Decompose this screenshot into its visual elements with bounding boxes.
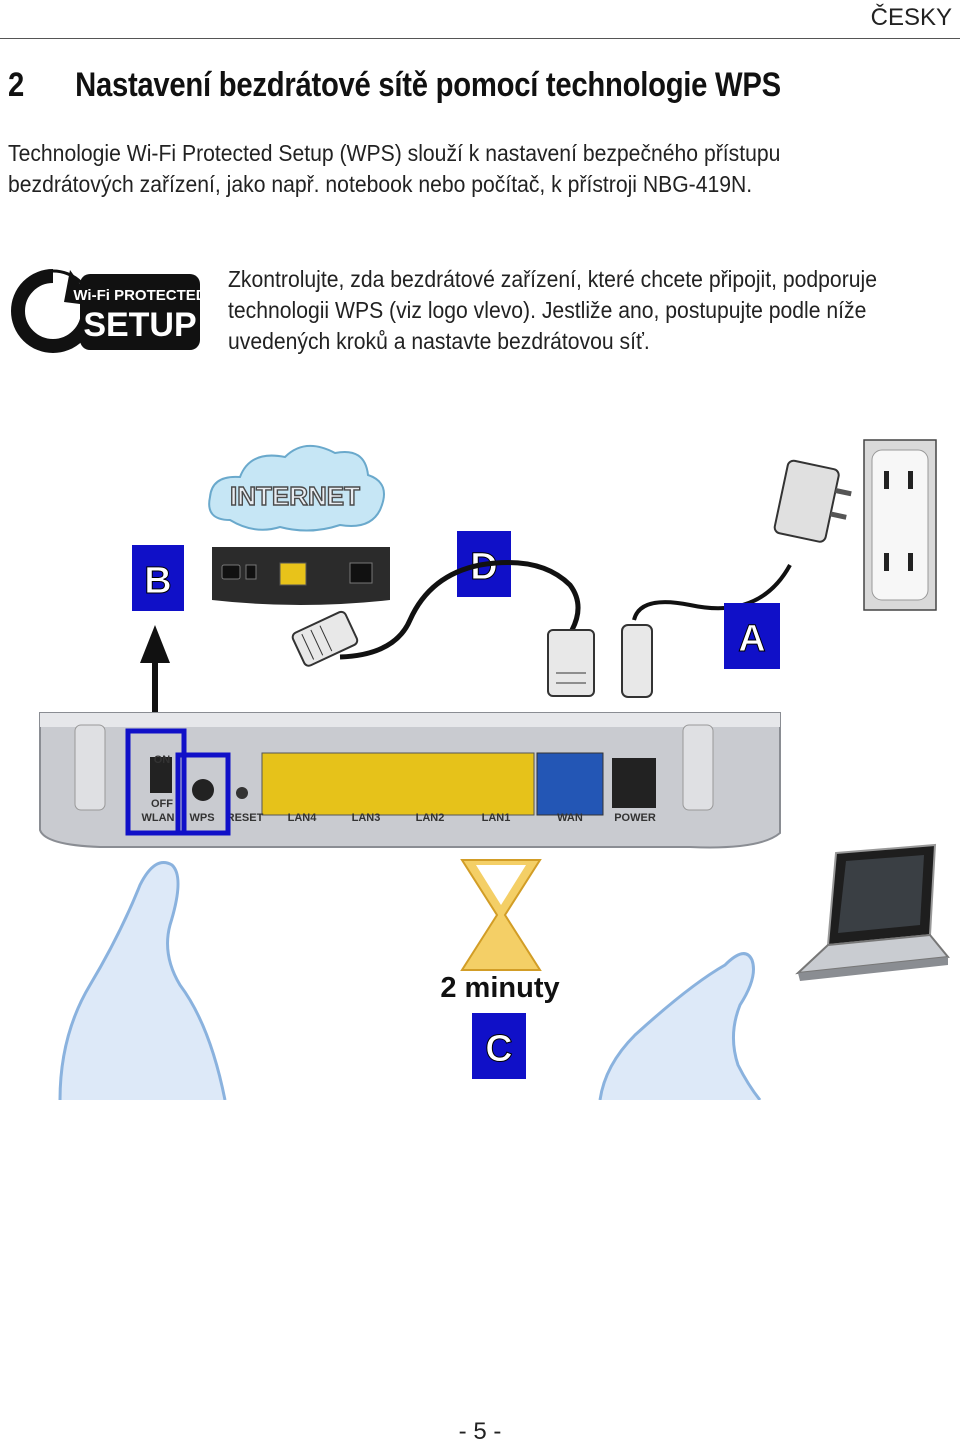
wps-arrow-icon: [11, 269, 95, 353]
check-line-3: uvedených kroků a nastavte bezdrátovou s…: [228, 328, 650, 354]
label-a: A: [738, 618, 765, 660]
intro-line-1: Technologie Wi-Fi Protected Setup (WPS) …: [8, 140, 781, 166]
check-paragraph: Zkontrolujte, zda bezdrátové zařízení, k…: [228, 264, 930, 357]
label-c-box: [472, 1013, 526, 1079]
port-label-wps: WPS: [189, 812, 214, 824]
check-line-1: Zkontrolujte, zda bezdrátové zařízení, k…: [228, 266, 877, 292]
hourglass-icon: [460, 859, 542, 971]
internet-cloud-icon: INTERNET: [208, 445, 385, 532]
label-b-box: [132, 545, 184, 611]
timer-label: 2 minuty: [440, 972, 559, 1004]
left-hand-icon: [58, 861, 227, 1100]
port-label-wan: WAN: [557, 812, 583, 824]
wps-button-highlight: [175, 752, 231, 836]
wps-logo-line1: Wi-Fi PROTECTED: [73, 287, 204, 304]
intro-paragraph: Technologie Wi-Fi Protected Setup (WPS) …: [8, 138, 908, 200]
page-number: - 5 -: [458, 1418, 502, 1445]
modem-icon: [212, 547, 390, 605]
section-heading: 2 Nastavení bezdrátové sítě pomocí techno…: [8, 66, 781, 105]
internet-label: INTERNET: [230, 481, 360, 511]
switch-off-label: OFF: [151, 798, 173, 810]
laptop-icon: [795, 843, 950, 981]
up-arrow-icon: [140, 625, 170, 663]
power-adapter-icon: [621, 459, 852, 698]
label-c: C: [485, 1028, 512, 1070]
port-label-lan3: LAN3: [352, 812, 381, 824]
port-label-lan2: LAN2: [416, 812, 445, 824]
intro-line-2: bezdrátových zařízení, jako např. notebo…: [8, 171, 753, 197]
section-number: 2: [8, 66, 25, 104]
wall-outlet-icon: [863, 439, 937, 611]
label-b: B: [144, 560, 171, 602]
port-label-lan1: LAN1: [482, 812, 511, 824]
section-title: Nastavení bezdrátové sítě pomocí technol…: [75, 66, 781, 104]
wps-connection-diagram: INTERNET B D: [39, 439, 950, 1100]
port-label-reset: RESET: [227, 812, 264, 824]
ethernet-cable-icon: [291, 560, 595, 697]
language-label: ČESKY: [870, 4, 952, 31]
label-a-box: [724, 603, 780, 669]
port-label-lan4: LAN4: [288, 812, 318, 824]
router-icon: ON OFF WLAN WPS RESET LAN4 LAN3 LAN2 LAN…: [39, 712, 781, 849]
header-rule: [0, 38, 960, 39]
check-line-2: technologii WPS (viz logo vlevo). Jestli…: [228, 297, 867, 323]
switch-on-label: ON: [154, 754, 171, 766]
port-label-wlan: WLAN: [142, 812, 175, 824]
wps-logo: Wi-Fi PROTECTED SETUP: [11, 269, 204, 353]
port-label-power: POWER: [614, 812, 656, 824]
wps-logo-line2: SETUP: [83, 306, 196, 344]
right-hand-icon: [598, 952, 762, 1100]
wlan-switch-highlight: [125, 728, 187, 836]
